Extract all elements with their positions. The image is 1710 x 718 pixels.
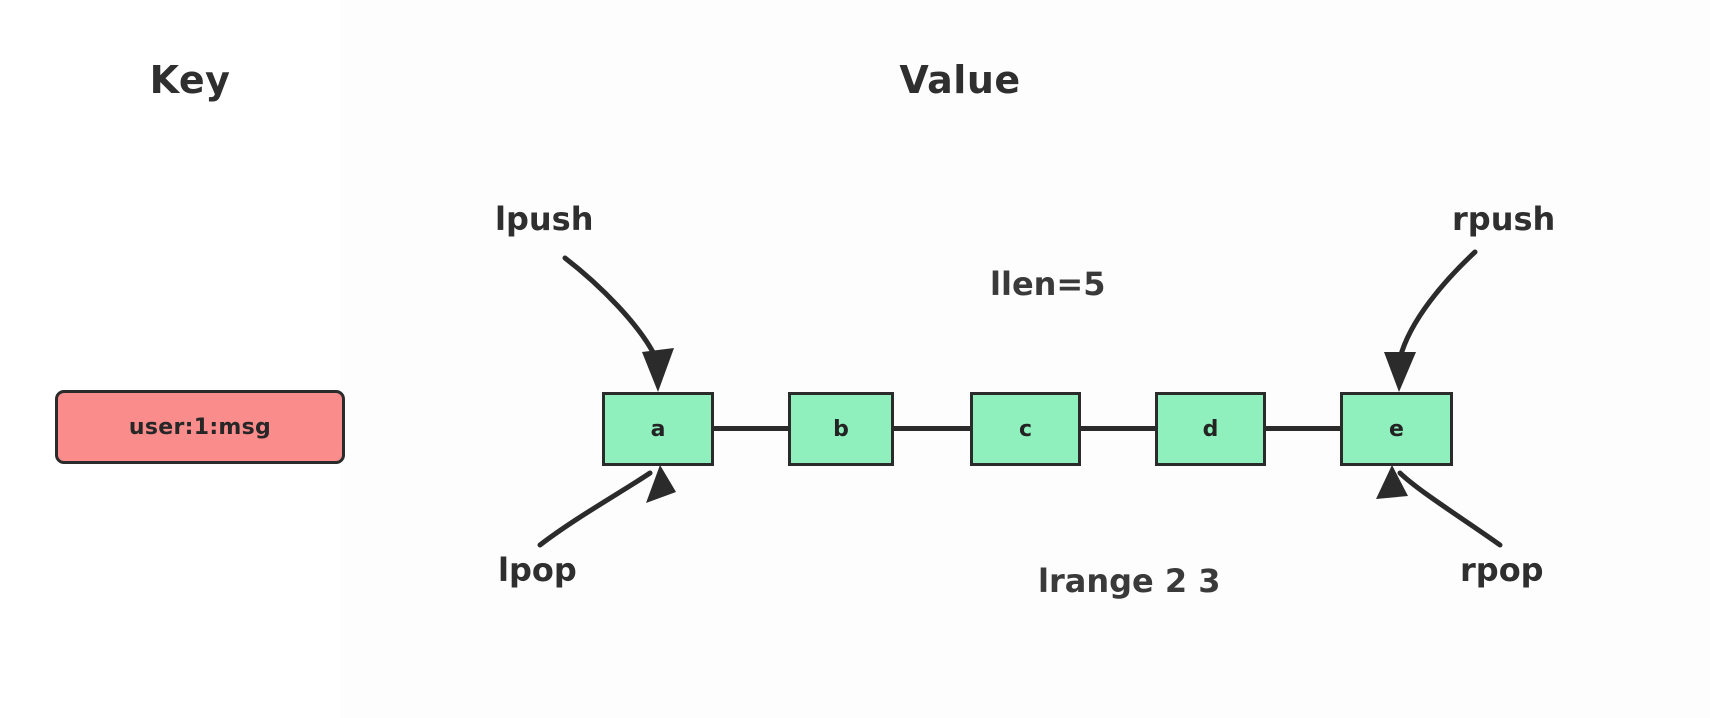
lpush-label: lpush bbox=[495, 200, 594, 238]
list-connector bbox=[893, 426, 971, 431]
lpop-label: lpop bbox=[498, 551, 577, 589]
list-connector bbox=[1265, 426, 1341, 431]
llen-label: llen=5 bbox=[990, 265, 1106, 303]
list-connector bbox=[713, 426, 789, 431]
rpop-label: rpop bbox=[1460, 551, 1544, 589]
list-node: b bbox=[788, 392, 894, 466]
list-node: a bbox=[602, 392, 714, 466]
list-node-label: d bbox=[1202, 416, 1219, 442]
list-node-label: b bbox=[833, 416, 849, 442]
list-node-label: e bbox=[1389, 416, 1404, 442]
key-box: user:1:msg bbox=[55, 390, 345, 464]
key-column-heading: Key bbox=[149, 58, 231, 102]
key-box-label: user:1:msg bbox=[128, 414, 272, 440]
list-node: c bbox=[970, 392, 1081, 466]
list-node-label: a bbox=[650, 416, 666, 442]
list-node: e bbox=[1340, 392, 1453, 466]
lrange-label: lrange 2 3 bbox=[1038, 562, 1221, 600]
list-node: d bbox=[1155, 392, 1266, 466]
list-connector bbox=[1080, 426, 1156, 431]
background-panel bbox=[340, 0, 1710, 718]
rpush-label: rpush bbox=[1452, 200, 1556, 238]
value-column-heading: Value bbox=[899, 58, 1021, 102]
list-node-label: c bbox=[1018, 416, 1033, 442]
